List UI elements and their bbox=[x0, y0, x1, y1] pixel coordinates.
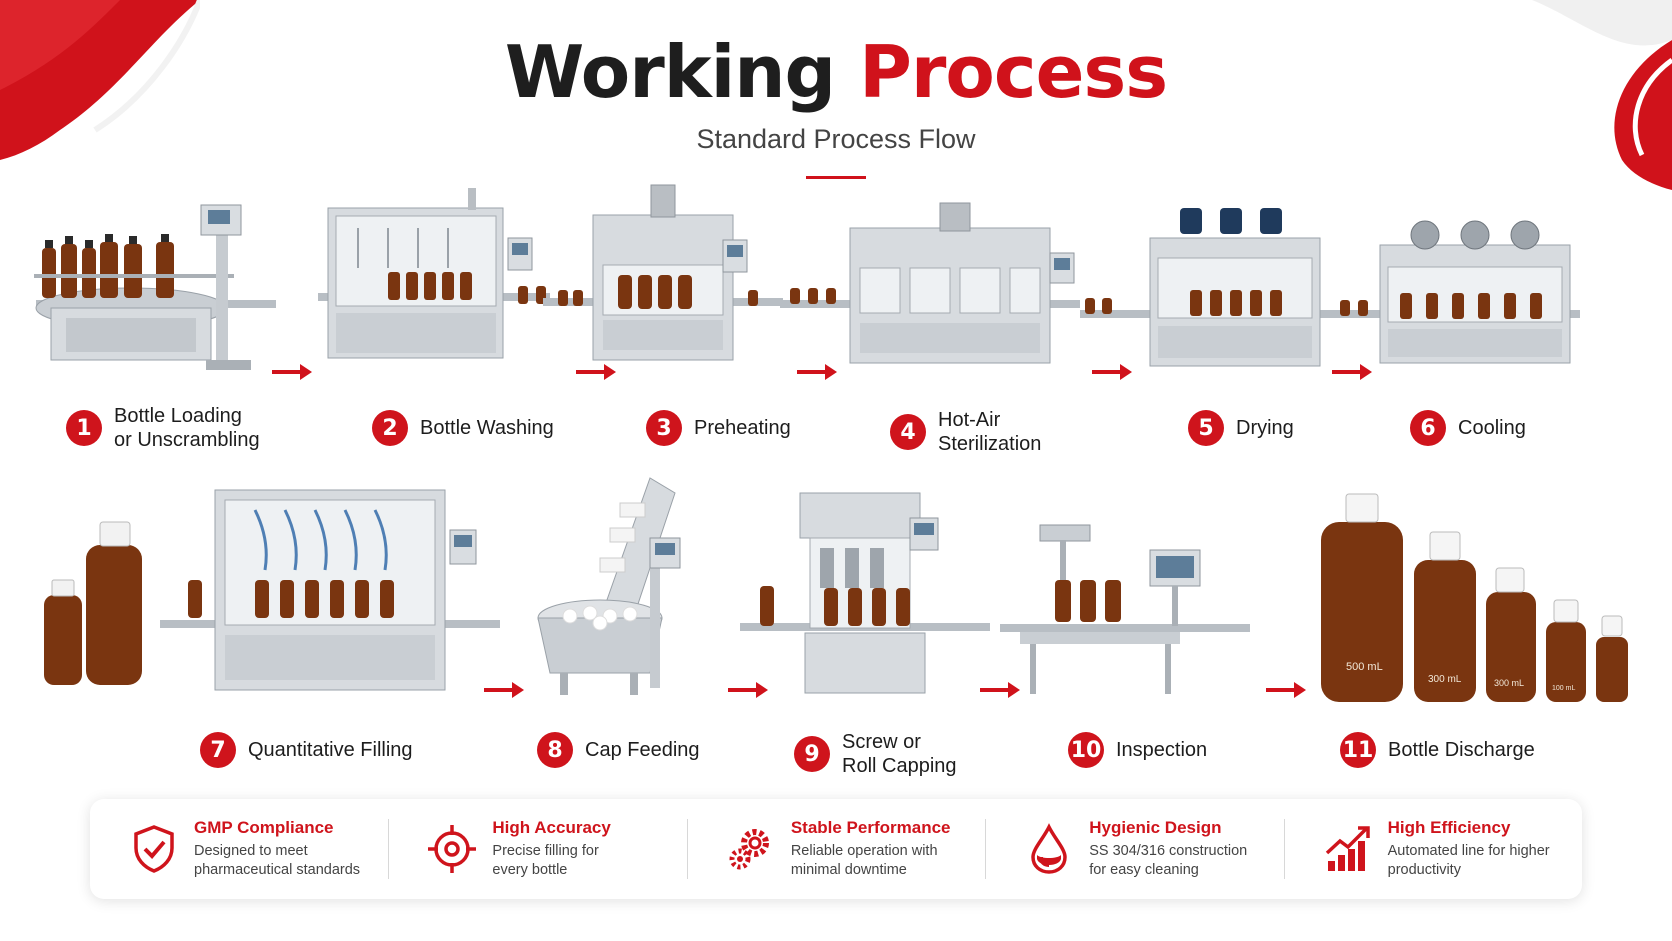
drying-machine bbox=[1080, 198, 1330, 380]
cap-feeder bbox=[530, 468, 730, 710]
step-3: 3 Preheating bbox=[646, 410, 791, 446]
feature-desc: Reliable operation with minimal downtime bbox=[790, 843, 938, 878]
gears-icon bbox=[729, 829, 769, 870]
arrow-right-icon bbox=[980, 682, 1020, 698]
step-number-badge: 11 bbox=[1340, 732, 1376, 768]
step-label: Cooling bbox=[1458, 417, 1526, 439]
droplet-icon bbox=[1031, 823, 1067, 874]
step-number-badge: 6 bbox=[1410, 410, 1446, 446]
rotary-unscrambler-machine bbox=[26, 200, 276, 380]
arrow-right-icon bbox=[576, 364, 616, 380]
arrow-right-icon bbox=[1266, 682, 1306, 698]
feature-desc: Designed to meet pharmaceutical standard… bbox=[194, 843, 361, 878]
corner-decoration-top-right bbox=[1532, 0, 1672, 190]
page-title: Working Process bbox=[0, 30, 1672, 114]
feature-title: High Accuracy bbox=[492, 818, 611, 837]
feature-desc: Automated line for higher productivity bbox=[1387, 843, 1550, 878]
bottle-label: 500 mL bbox=[1346, 661, 1383, 673]
step-8: 8 Cap Feeding bbox=[537, 732, 700, 768]
step-label: Bottle Discharge bbox=[1388, 739, 1535, 761]
feature-text: Stable Performance Reliable operation wi… bbox=[791, 818, 951, 880]
feature-gmp-compliance: GMP Compliance Designed to meet pharmace… bbox=[90, 817, 388, 881]
step-number-badge: 1 bbox=[66, 410, 102, 446]
step-number-badge: 8 bbox=[537, 732, 573, 768]
arrow-right-icon bbox=[728, 682, 768, 698]
feature-high-efficiency: High Efficiency Automated line for highe… bbox=[1283, 817, 1582, 881]
step-11: 11 Bottle Discharge bbox=[1340, 732, 1535, 768]
step-label: Bottle Loading or Unscrambling bbox=[114, 405, 260, 451]
feature-text: High Accuracy Precise filling for every … bbox=[492, 818, 610, 880]
feature-text: Hygienic Design SS 304/316 construction … bbox=[1089, 818, 1247, 880]
feature-text: GMP Compliance Designed to meet pharmace… bbox=[194, 818, 360, 880]
page-subtitle: Standard Process Flow bbox=[696, 124, 976, 154]
step-label: Drying bbox=[1236, 417, 1294, 439]
step-label: Cap Feeding bbox=[585, 739, 700, 761]
step-number-badge: 4 bbox=[890, 414, 926, 450]
step-number-badge: 10 bbox=[1068, 732, 1104, 768]
finished-bottles: 500 mL 300 mL 300 mL 100 mL bbox=[1316, 492, 1636, 710]
title-word-1: Working bbox=[504, 30, 836, 114]
bottle-label: 300 mL bbox=[1428, 674, 1462, 685]
title-underline bbox=[806, 176, 866, 179]
step-label: Screw or Roll Capping bbox=[842, 731, 957, 777]
corner-decoration-top-left bbox=[0, 0, 200, 160]
step-10: 10 Inspection bbox=[1068, 732, 1207, 768]
step-2: 2 Bottle Washing bbox=[372, 410, 554, 446]
step-label: Inspection bbox=[1116, 739, 1208, 761]
step-number-badge: 5 bbox=[1188, 410, 1224, 446]
step-number-badge: 3 bbox=[646, 410, 682, 446]
feature-text: High Efficiency Automated line for highe… bbox=[1388, 818, 1550, 880]
feature-title: Hygienic Design bbox=[1089, 818, 1222, 837]
step-6: 6 Cooling bbox=[1410, 410, 1526, 446]
feature-title: High Efficiency bbox=[1387, 818, 1511, 837]
feature-high-accuracy: High Accuracy Precise filling for every … bbox=[388, 817, 686, 881]
step-1: 1 Bottle Loading or Unscrambling bbox=[66, 404, 260, 452]
step-label: Bottle Washing bbox=[420, 417, 554, 439]
cooling-machine bbox=[1330, 205, 1580, 380]
step-label: Preheating bbox=[694, 417, 791, 439]
bottle-label: 100 mL bbox=[1552, 685, 1575, 692]
feature-title: Stable Performance bbox=[790, 818, 951, 837]
shield-check-icon bbox=[134, 825, 174, 873]
title-word-2: Process bbox=[859, 30, 1168, 114]
feature-desc: Precise filling for every bottle bbox=[492, 843, 599, 878]
step-9: 9 Screw or Roll Capping bbox=[794, 730, 957, 778]
step-5: 5 Drying bbox=[1188, 410, 1294, 446]
arrow-right-icon bbox=[1332, 364, 1372, 380]
step-7: 7 Quantitative Filling bbox=[200, 732, 413, 768]
preheating-machine bbox=[543, 180, 783, 380]
step-number-badge: 2 bbox=[372, 410, 408, 446]
step-4: 4 Hot-Air Sterilization bbox=[890, 408, 1041, 456]
growth-chart-icon bbox=[1325, 826, 1370, 871]
filling-machine bbox=[40, 480, 500, 705]
bottle-label: 300 mL bbox=[1494, 678, 1524, 688]
feature-stable-performance: Stable Performance Reliable operation wi… bbox=[686, 817, 985, 881]
step-label: Quantitative Filling bbox=[248, 739, 413, 761]
washing-machine bbox=[318, 188, 550, 378]
arrow-right-icon bbox=[1092, 364, 1132, 380]
step-number-badge: 7 bbox=[200, 732, 236, 768]
step-number-badge: 9 bbox=[794, 736, 830, 772]
inspection-station bbox=[1000, 520, 1250, 710]
capping-machine bbox=[740, 488, 990, 710]
step-label: Hot-Air Sterilization bbox=[938, 409, 1042, 455]
arrow-right-icon bbox=[797, 364, 837, 380]
feature-bar: GMP Compliance Designed to meet pharmace… bbox=[90, 799, 1582, 899]
arrow-right-icon bbox=[484, 682, 524, 698]
feature-title: GMP Compliance bbox=[194, 818, 334, 837]
sterilization-tunnel bbox=[780, 188, 1080, 380]
feature-hygienic-design: Hygienic Design SS 304/316 construction … bbox=[985, 817, 1283, 881]
arrow-right-icon bbox=[272, 364, 312, 380]
target-icon bbox=[428, 825, 477, 873]
feature-desc: SS 304/316 construction for easy cleanin… bbox=[1089, 843, 1248, 878]
